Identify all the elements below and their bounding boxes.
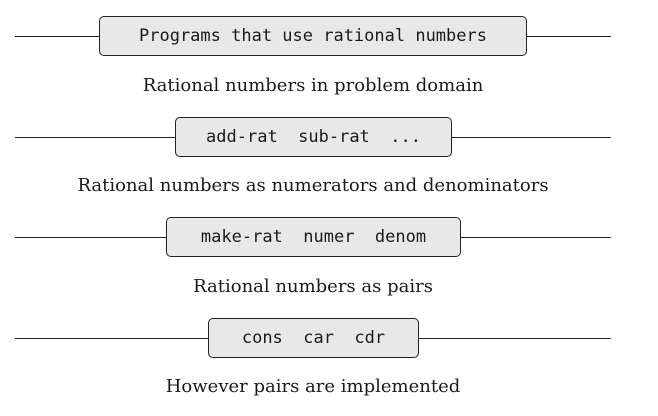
layer-caption-numerators-denominators: Rational numbers as numerators and denom…: [77, 175, 549, 196]
layer-caption-pairs: Rational numbers as pairs: [193, 276, 433, 297]
layer-box-add-rat: add-rat sub-rat ...: [175, 117, 452, 157]
layer-caption-problem-domain: Rational numbers in problem domain: [142, 75, 484, 96]
layer-box-make-rat: make-rat numer denom: [166, 217, 461, 257]
layer-box-programs: Programs that use rational numbers: [99, 16, 527, 56]
layer-caption-pairs-implemented: However pairs are implemented: [165, 376, 461, 397]
layer-box-cons-car-cdr: cons car cdr: [208, 318, 419, 358]
